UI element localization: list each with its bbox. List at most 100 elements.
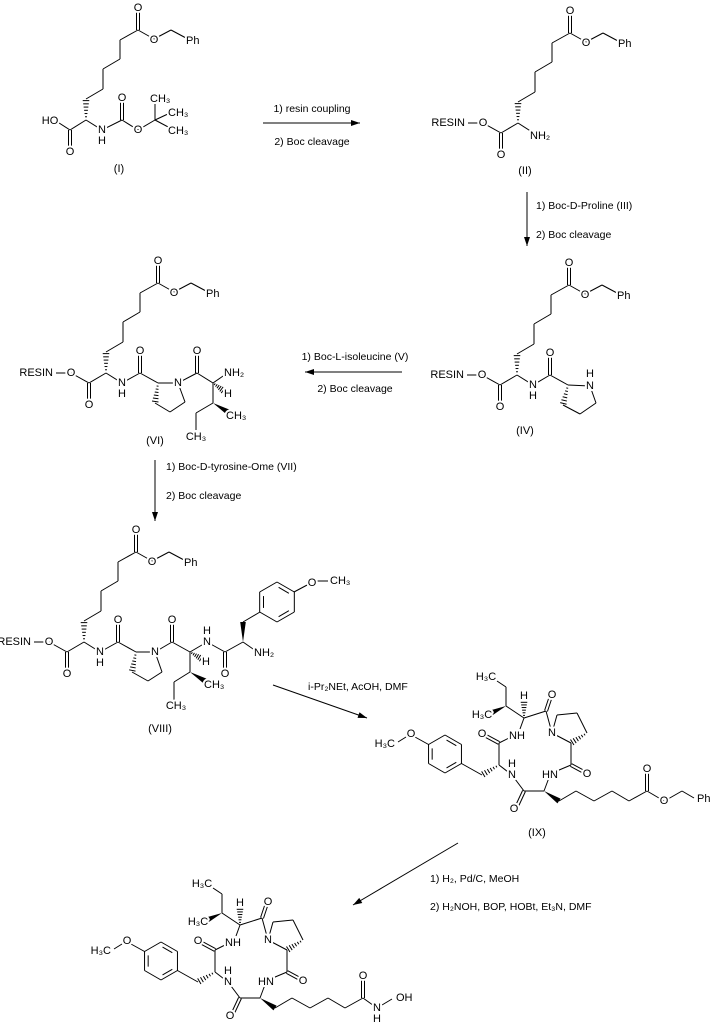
single-bond [154,119,171,129]
single-bond [327,997,346,1009]
atom-label: H₃C [192,878,212,890]
atom-label: H [118,388,126,400]
single-bond [556,712,578,716]
single-bond [498,735,514,744]
single-bond [154,402,171,413]
single-bond [154,651,163,673]
atom-label: H [236,897,244,909]
hashed-bond [583,733,586,736]
double-bond [287,970,301,979]
wedge-bond [205,913,222,923]
single-bond [214,942,230,951]
atom-label: H [98,135,106,147]
single-bond [121,372,141,384]
single-bond [105,341,124,353]
step5-reagent-1: i-Pr₂NEt, AcOH, DMF [308,681,408,693]
atom-label: H [202,656,210,668]
hashed-bond [192,652,195,656]
single-bond [516,374,534,386]
single-bond [139,282,159,294]
single-bond [267,939,288,951]
atom-label: N [373,1002,381,1014]
hashed-bond [564,390,568,392]
compound-label-IV: (IV) [516,425,534,437]
single-bond [558,790,577,802]
single-bond [227,981,241,999]
single-bond [562,404,581,415]
atom-label: O [583,768,592,780]
atom-label: O [510,803,519,815]
atom-label: H₃C [476,671,496,683]
single-bond [551,732,572,744]
atom-label: CH₃ [204,679,224,691]
single-bond [154,112,171,121]
single-bond [101,119,123,131]
atom-label: H [224,388,232,400]
atom-label: O [170,287,179,299]
arrow-head [353,897,363,905]
hashed-bond [131,663,136,666]
aromatic-bond [162,968,173,976]
single-bond [428,734,446,745]
atom-label: RESIN [430,369,464,381]
single-bond [589,385,597,404]
single-bond [85,88,104,100]
single-bond [261,917,269,941]
atom-label: N [264,934,272,946]
double-bond [231,997,240,1013]
single-bond [105,372,123,384]
single-bond [499,374,518,386]
single-bond [646,790,665,802]
atom-label: CH₃ [168,125,188,137]
atom-label: CH₃ [186,431,206,443]
arrow-head [152,512,158,521]
single-bond [414,736,429,745]
atom-label: H [203,625,211,637]
atom-label: Ph [617,290,630,302]
single-bond [602,32,619,42]
hashed-bond [575,736,579,742]
atom-label: H [586,368,594,380]
single-bond [276,611,295,623]
atom-label: N [224,976,232,988]
atom-label: CH₃ [150,93,170,105]
atom-label: H [508,758,516,770]
aromatic-bond [278,586,290,594]
single-bond [206,641,226,653]
atom-label: O [132,524,141,536]
atom-label: O [85,399,94,411]
atom-label: H [373,1013,381,1025]
single-bond [585,32,604,43]
compound-label-II: (II) [518,165,531,177]
single-bond [160,941,178,952]
single-bond [667,790,683,800]
wedge-bond [213,403,230,415]
single-bond [173,282,192,293]
single-bond [113,943,123,950]
aromatic-bond [446,761,457,769]
single-bond [171,641,191,653]
double-bond [546,699,552,712]
step2-reagent-1: 1) Boc-D-Proline (III) [536,200,632,212]
hashed-bond [216,384,220,389]
atom-label: O [548,689,557,701]
single-bond [137,119,156,131]
wedge-bond [544,791,561,804]
single-bond [519,717,525,730]
hashed-bond [481,771,486,778]
step6-reagent-2: 2) H₂NOH, BOP, HOBt, Et₃N, DMF [430,901,592,913]
single-bond [189,641,208,653]
atom-label: H [529,390,537,402]
single-bond [482,122,502,134]
atom-label: O [264,896,273,908]
single-bond [147,671,163,682]
hashed-bond [578,735,582,740]
single-bond [259,581,278,593]
atom-label: O [478,369,487,381]
single-bond [352,842,459,906]
single-bond [293,583,310,593]
single-bond [117,641,137,653]
atom-label: O [150,34,159,46]
aromatic-bond [278,610,290,618]
atom-label: CH₃ [330,575,350,587]
